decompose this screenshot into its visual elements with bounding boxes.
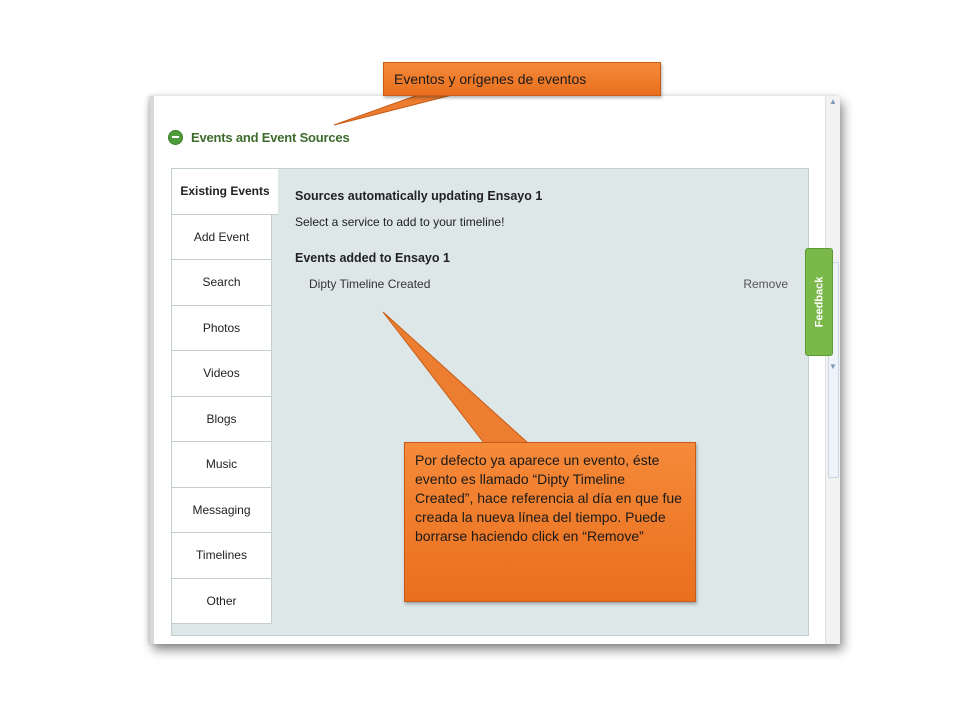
tab-videos[interactable]: Videos — [172, 351, 272, 397]
event-row: Dipty Timeline Created Remove — [295, 277, 788, 291]
select-service-text: Select a service to add to your timeline… — [295, 215, 505, 229]
events-heading: Events added to Ensayo 1 — [295, 251, 450, 265]
section-header[interactable]: Events and Event Sources — [168, 126, 350, 148]
window-edge — [150, 96, 154, 644]
tab-blogs[interactable]: Blogs — [172, 396, 272, 442]
tab-existing-events[interactable]: Existing Events — [172, 169, 278, 215]
scroll-down-icon[interactable]: ▼ — [829, 362, 837, 371]
tab-add-event[interactable]: Add Event — [172, 214, 272, 260]
callout-bottom: Por defecto ya aparece un evento, éste e… — [404, 442, 696, 602]
feedback-label: Feedback — [813, 276, 825, 328]
tab-messaging[interactable]: Messaging — [172, 487, 272, 533]
tab-content: Sources automatically updating Ensayo 1 … — [295, 189, 788, 291]
tab-list: Existing Events Add Event Search Photos … — [172, 169, 278, 624]
tab-photos[interactable]: Photos — [172, 305, 272, 351]
scrollbar[interactable]: ▲ ▼ — [825, 96, 840, 644]
remove-link[interactable]: Remove — [743, 277, 788, 291]
feedback-button[interactable]: Feedback — [805, 248, 833, 356]
event-name: Dipty Timeline Created — [309, 277, 431, 291]
tab-other[interactable]: Other — [172, 578, 272, 624]
sources-heading: Sources automatically updating Ensayo 1 — [295, 189, 543, 203]
scroll-up-icon[interactable]: ▲ — [829, 97, 837, 106]
section-title: Events and Event Sources — [191, 129, 350, 145]
scroll-thumb[interactable] — [828, 262, 839, 478]
tab-search[interactable]: Search — [172, 260, 272, 306]
tab-music[interactable]: Music — [172, 442, 272, 488]
callout-top: Eventos y orígenes de eventos — [383, 62, 661, 96]
collapse-icon[interactable] — [168, 129, 183, 145]
tab-timelines[interactable]: Timelines — [172, 533, 272, 579]
